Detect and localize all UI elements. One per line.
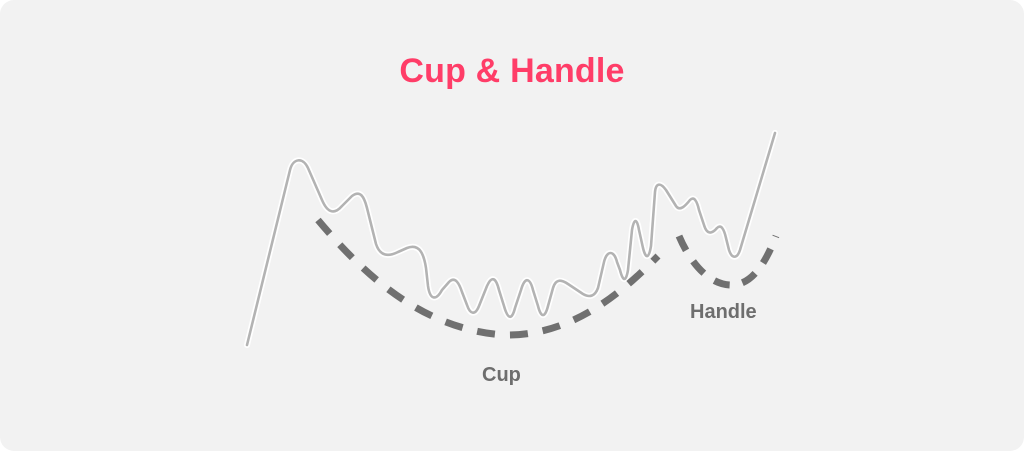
- cup-curve: [315, 217, 661, 339]
- handle-label: Handle: [690, 301, 757, 323]
- handle-curve: [675, 234, 780, 289]
- diagram-title: Cup & Handle: [399, 52, 625, 90]
- cup-label: Cup: [482, 364, 521, 386]
- price-line: [245, 131, 777, 347]
